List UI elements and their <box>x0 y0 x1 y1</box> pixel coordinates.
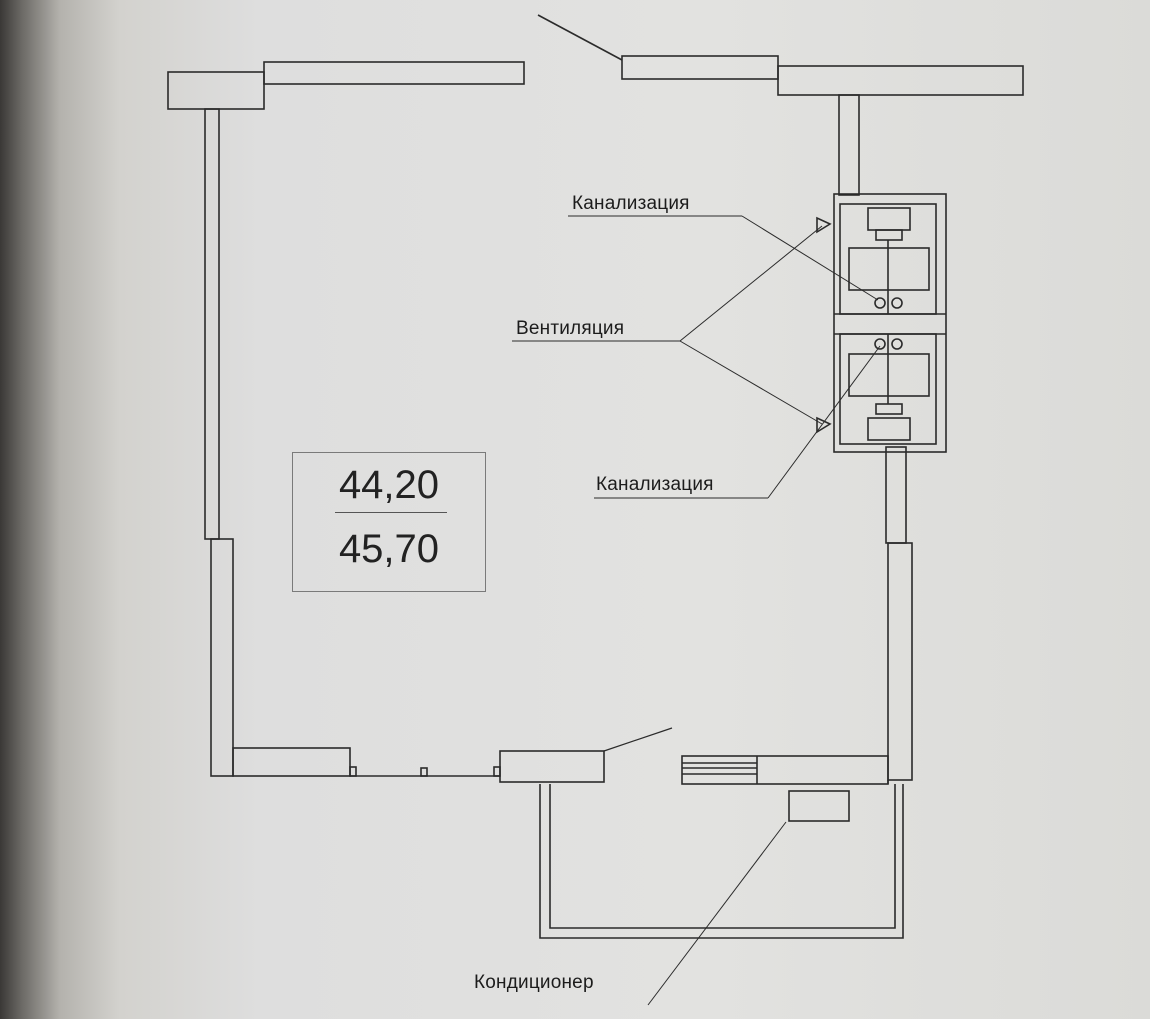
wall-top-left-block <box>167 71 265 110</box>
balcony-outer <box>539 784 904 939</box>
leader-air-conditioner <box>647 821 787 1006</box>
wall-right-mid <box>885 446 907 544</box>
leader-sewage-top <box>741 215 879 301</box>
shaft-lower-box-a <box>867 417 911 441</box>
balcony-door-line <box>603 727 673 752</box>
shaft-upper-box-a <box>867 207 911 231</box>
air-conditioner-unit <box>788 790 850 822</box>
window-mark-2 <box>420 767 428 777</box>
window-mark-3 <box>493 766 501 777</box>
wall-top-left <box>263 61 525 85</box>
total-area-value: 45,70 <box>338 527 440 571</box>
wall-right-lower <box>887 542 913 781</box>
area-divider <box>335 512 447 513</box>
living-area-value: 44,20 <box>338 463 440 507</box>
wall-left-lower <box>210 538 234 777</box>
wall-top-mid <box>621 55 779 80</box>
balcony-inner <box>549 784 896 929</box>
area-box: 44,20 45,70 <box>292 452 486 592</box>
label-sewage-top: Канализация <box>572 193 690 214</box>
sewage-marker-bottom <box>816 416 832 434</box>
wall-right-upper <box>838 94 860 196</box>
shaft-upper-circle-1 <box>874 297 886 309</box>
wall-bottom-left <box>232 747 351 777</box>
wall-top-right <box>777 65 1024 96</box>
leader-vent-down <box>679 340 823 425</box>
shaft-lower-circle-1 <box>874 338 886 350</box>
shaft-block-outer <box>833 193 947 453</box>
label-air-conditioner: Кондиционер <box>474 972 594 993</box>
shaft-lower-circle-2 <box>891 338 903 350</box>
wall-bottom-right <box>681 755 889 785</box>
shaft-lower-box-c <box>848 353 930 397</box>
shaft-upper-box-c <box>848 247 930 291</box>
shaft-lower-box-b <box>875 403 903 415</box>
wall-bottom-mid <box>499 750 605 783</box>
shaft-upper-box-b <box>875 229 903 241</box>
leader-sewage-bottom <box>767 345 881 499</box>
wall-left-upper <box>204 108 220 540</box>
leader-vent-up <box>679 225 823 342</box>
window-mark-1 <box>349 766 357 777</box>
door-swing-line <box>537 14 623 61</box>
label-ventilation: Вентиляция <box>516 318 625 339</box>
label-sewage-bottom: Канализация <box>596 474 714 495</box>
shaft-upper-circle-2 <box>891 297 903 309</box>
sewage-marker-top <box>816 216 832 234</box>
